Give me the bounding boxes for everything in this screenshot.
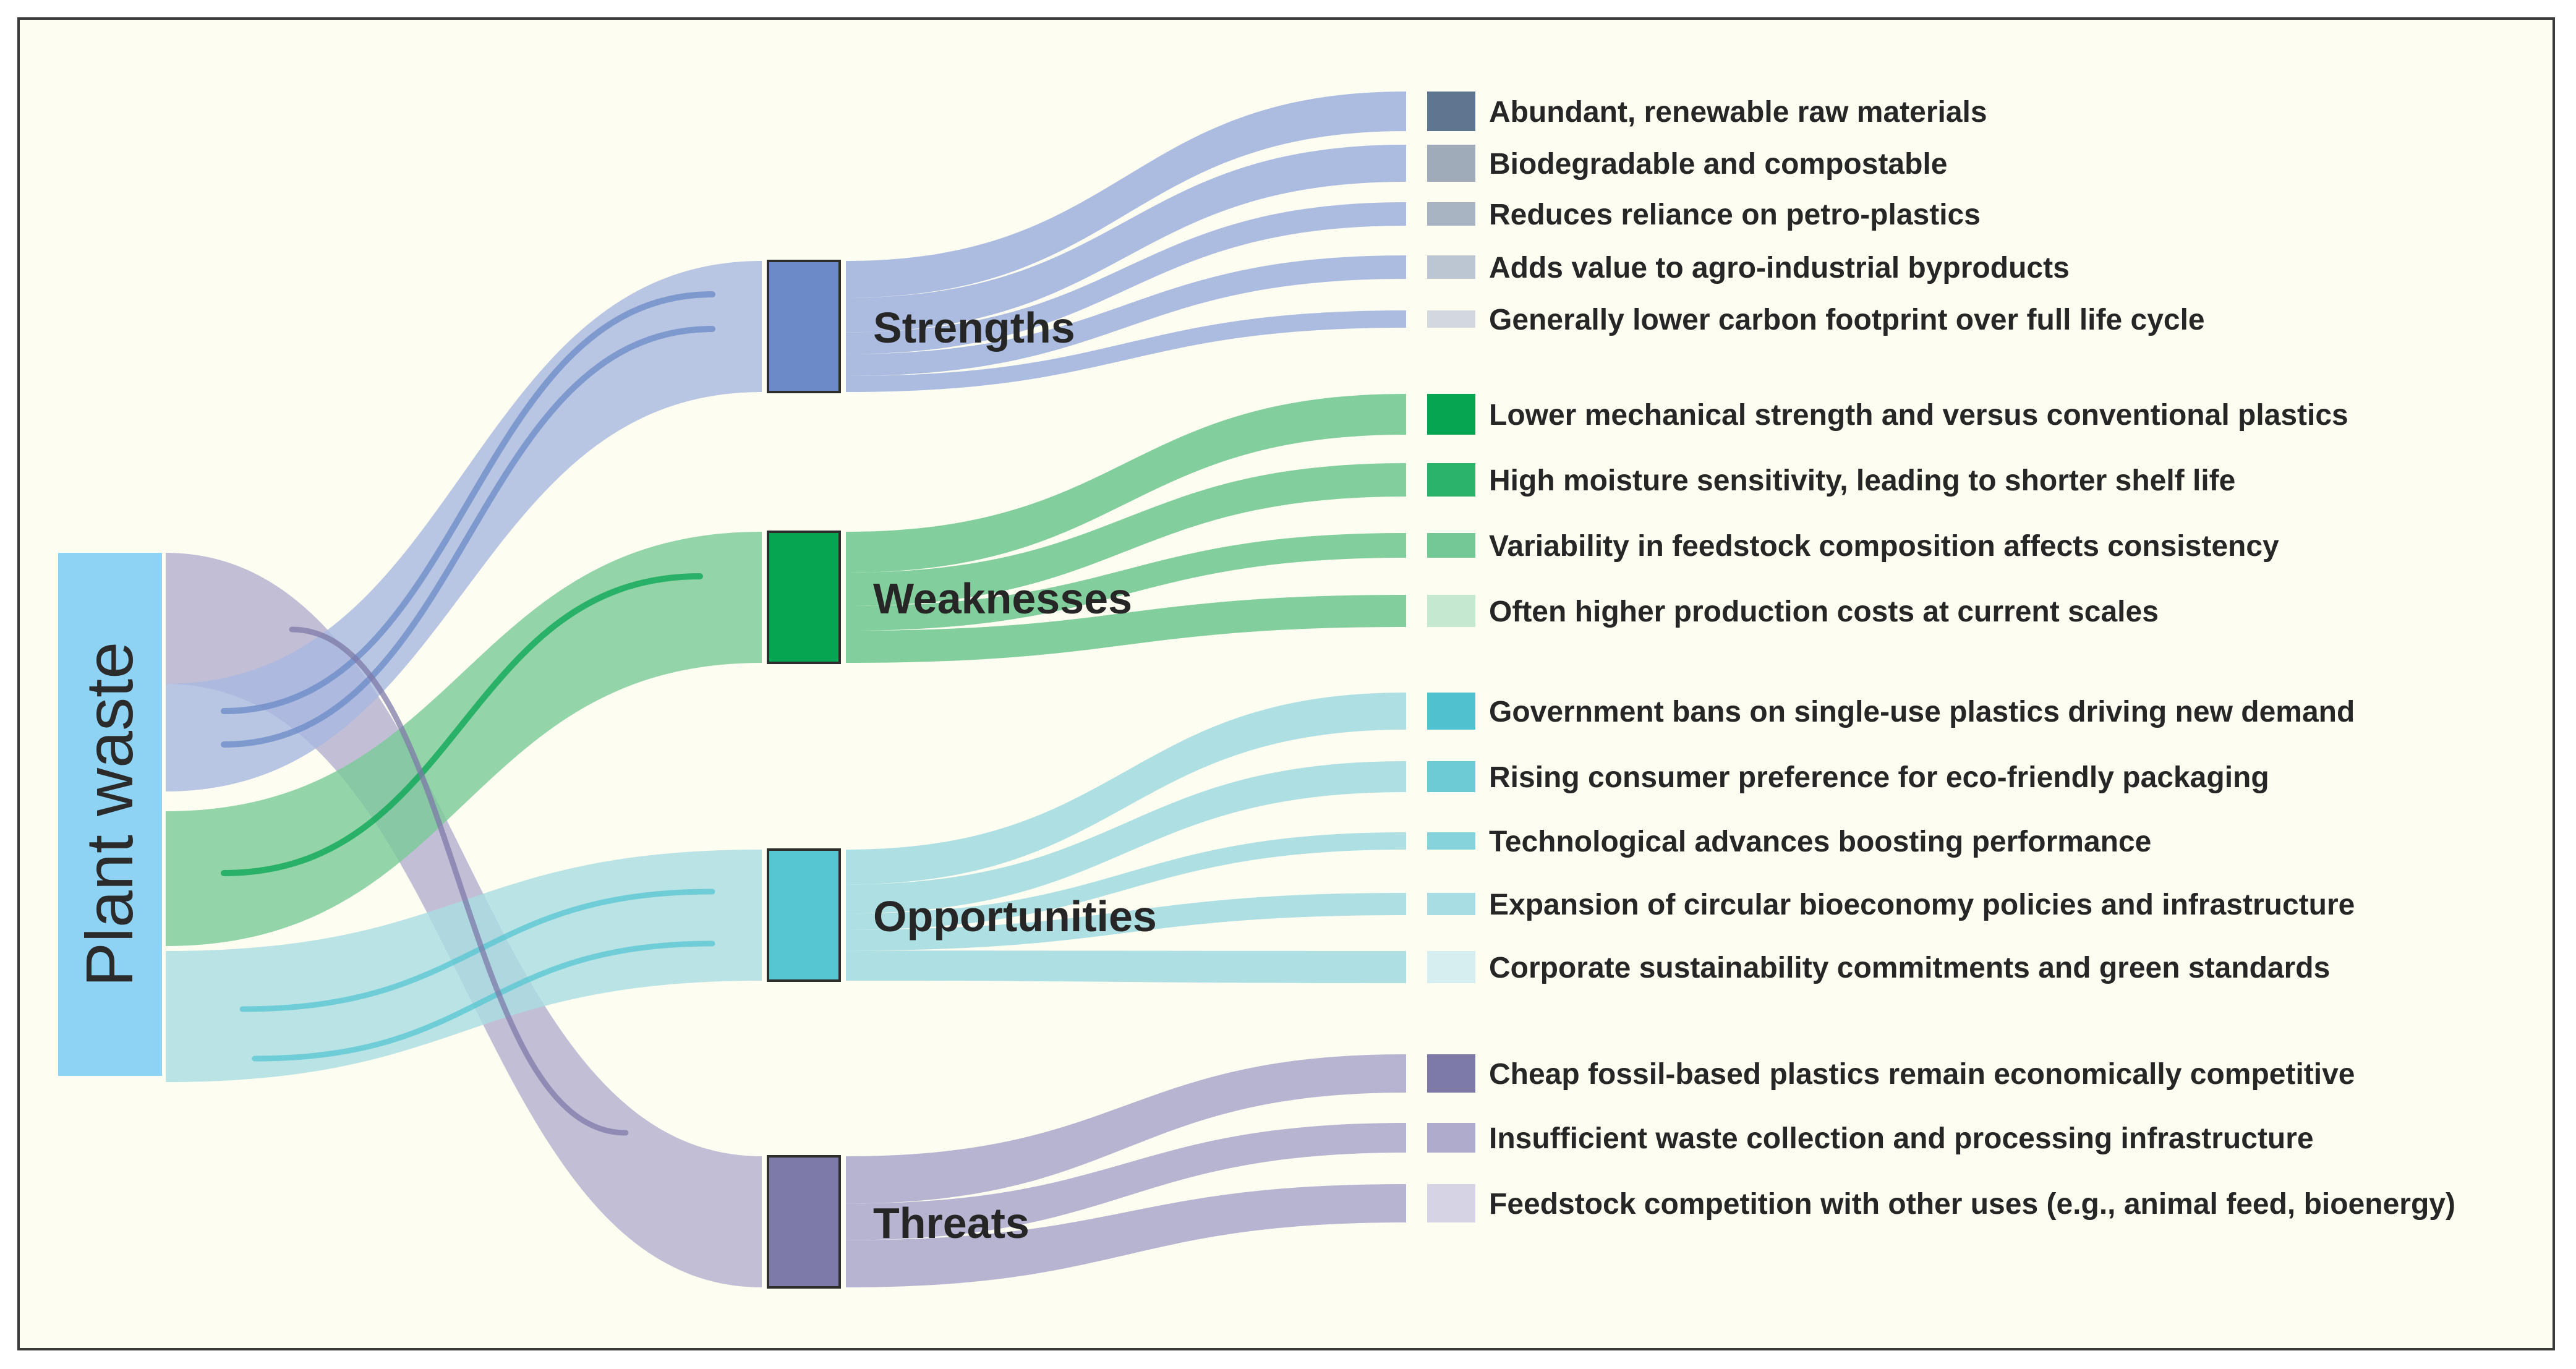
flow-opportunities-to-item (846, 832, 1406, 930)
item-label-adds-value-to-agro-industrial-byproducts: Adds value to agro-industrial byproducts (1489, 252, 2070, 284)
item-swatch-biodegradable-and-compostable (1427, 145, 1475, 182)
labels-layer: Plant waste Strengths Abundant, renewable … (72, 96, 2455, 1247)
flow-source-to-strengths (166, 261, 762, 791)
flow-accent-streak (239, 889, 715, 1012)
flow-accent-streak (221, 291, 715, 714)
item-label-technological-advances-boosting-performance: Technological advances boosting performa… (1489, 825, 2151, 858)
item-swatch-high-moisture-sensitivity-leading-to-shorter-she (1427, 463, 1475, 497)
item-label-government-bans-on-single-use-plastics-driving-n: Government bans on single-use plastics d… (1489, 696, 2355, 728)
item-label-lower-mechanical-strength-and-versus-conventiona: Lower mechanical strength and versus con… (1489, 399, 2348, 432)
item-label-feedstock-competition-with-other-uses-e-g-animal: Feedstock competition with other uses (e… (1489, 1188, 2455, 1221)
sankey-diagram: Plant waste Strengths Abundant, renewable … (58, 92, 2455, 1289)
flow-strengths-to-item (846, 310, 1406, 392)
category-label-opportunities: Opportunities (873, 892, 1157, 940)
flow-strengths-to-item (846, 255, 1406, 376)
flow-weaknesses-to-item (846, 595, 1406, 663)
category-node-opportunities (767, 848, 841, 982)
flow-accent-streak (289, 626, 629, 1136)
flow-accent-streak (221, 326, 715, 748)
diagram-frame: Plant waste Strengths Abundant, renewable … (17, 17, 2555, 1350)
item-label-cheap-fossil-based-plastics-remain-economically-: Cheap fossil-based plastics remain econo… (1489, 1058, 2355, 1091)
flow-threats-to-item (846, 1184, 1406, 1287)
item-swatch-rising-consumer-preference-for-eco-friendly-pack (1427, 761, 1475, 792)
flow-weaknesses-to-item (846, 463, 1406, 606)
flow-threats-to-item (846, 1054, 1406, 1204)
item-swatch-corporate-sustainability-commitments-and-green-s (1427, 951, 1475, 983)
nodes-layer (58, 92, 1475, 1289)
item-swatch-generally-lower-carbon-footprint-over-full-life- (1427, 310, 1475, 328)
item-swatch-insufficient-waste-collection-and-processing-inf (1427, 1123, 1475, 1153)
item-label-biodegradable-and-compostable: Biodegradable and compostable (1489, 148, 1947, 181)
flow-threats-to-item (846, 1123, 1406, 1240)
flow-strengths-to-item (846, 92, 1406, 298)
item-swatch-adds-value-to-agro-industrial-byproducts (1427, 255, 1475, 279)
item-label-generally-lower-carbon-footprint-over-full-life-: Generally lower carbon footprint over fu… (1489, 304, 2205, 336)
item-label-expansion-of-circular-bioeconomy-policies-and-in: Expansion of circular bioeconomy policie… (1489, 889, 2355, 921)
category-node-weaknesses (767, 531, 841, 664)
flow-opportunities-to-item (846, 950, 1406, 983)
item-label-rising-consumer-preference-for-eco-friendly-pack: Rising consumer preference for eco-frien… (1489, 761, 2269, 794)
flow-accent-streak (252, 940, 715, 1062)
flow-opportunities-to-item (846, 693, 1406, 885)
source-node-label: Plant waste (72, 642, 147, 987)
flow-strengths-to-item (846, 145, 1406, 333)
category-label-threats: Threats (873, 1199, 1030, 1247)
item-label-abundant-renewable-raw-materials: Abundant, renewable raw materials (1489, 96, 1987, 129)
category-node-strengths (767, 260, 841, 393)
flow-weaknesses-to-item (846, 394, 1406, 573)
flow-opportunities-to-item (846, 893, 1406, 951)
category-node-threats (767, 1155, 841, 1289)
flow-source-to-weaknesses (166, 532, 762, 946)
item-label-insufficient-waste-collection-and-processing-inf: Insufficient waste collection and proces… (1489, 1122, 2314, 1155)
category-label-weaknesses: Weaknesses (873, 574, 1132, 623)
item-swatch-variability-in-feedstock-composition-affects-con (1427, 533, 1475, 558)
flow-opportunities-to-item (846, 761, 1406, 914)
flow-weaknesses-to-item (846, 533, 1406, 631)
item-swatch-feedstock-competition-with-other-uses-e-g-animal (1427, 1184, 1475, 1222)
flow-strengths-to-item (846, 202, 1406, 354)
category-label-strengths: Strengths (873, 304, 1075, 352)
item-swatch-government-bans-on-single-use-plastics-driving-n (1427, 693, 1475, 730)
item-label-often-higher-production-costs-at-current-scales: Often higher production costs at current… (1489, 595, 2159, 628)
item-swatch-lower-mechanical-strength-and-versus-conventiona (1427, 394, 1475, 435)
source-node-plant-waste (58, 553, 162, 1076)
item-swatch-technological-advances-boosting-performance (1427, 832, 1475, 850)
item-label-high-moisture-sensitivity-leading-to-shorter-she: High moisture sensitivity, leading to sh… (1489, 464, 2235, 497)
item-swatch-often-higher-production-costs-at-current-scales (1427, 595, 1475, 627)
item-label-variability-in-feedstock-composition-affects-con: Variability in feedstock composition aff… (1489, 530, 2279, 563)
item-swatch-expansion-of-circular-bioeconomy-policies-and-in (1427, 893, 1475, 915)
item-swatch-reduces-reliance-on-petro-plastics (1427, 202, 1475, 226)
item-swatch-cheap-fossil-based-plastics-remain-economically- (1427, 1054, 1475, 1093)
flows-layer (166, 92, 1406, 1287)
item-swatch-abundant-renewable-raw-materials (1427, 92, 1475, 131)
flow-accent-streak (221, 573, 703, 876)
item-label-reduces-reliance-on-petro-plastics: Reduces reliance on petro-plastics (1489, 198, 1981, 231)
item-label-corporate-sustainability-commitments-and-green-s: Corporate sustainability commitments and… (1489, 952, 2330, 984)
flow-source-to-opportunities (166, 850, 762, 1082)
